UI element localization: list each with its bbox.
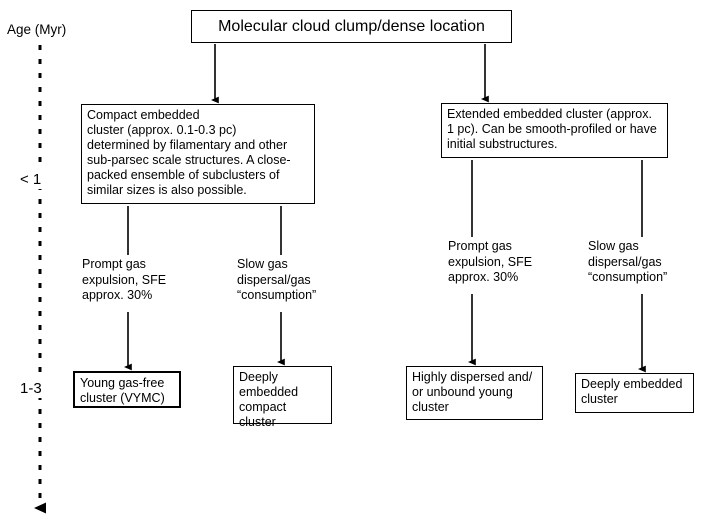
- axis-tick-label-0: < 1: [17, 170, 45, 189]
- edge-label-slow-gas-dispersal-left: Slow gas dispersal/gas “consumption”: [236, 257, 318, 304]
- axis-title: Age (Myr): [5, 22, 69, 37]
- node-deeply-embedded-cluster[interactable]: Deeply embedded cluster: [575, 373, 694, 413]
- node-compact-embedded-cluster[interactable]: Compact embedded cluster (approx. 0.1-0.…: [81, 104, 315, 204]
- axis-tick-label-1: 1-3: [17, 379, 45, 398]
- edge-label-prompt-gas-expulsion-right: Prompt gas expulsion, SFE approx. 30%: [447, 239, 534, 286]
- node-deeply-embedded-compact-cluster[interactable]: Deeply embedded compact cluster: [233, 366, 332, 429]
- node-molecular-cloud-clump[interactable]: Molecular cloud clump/dense location: [191, 10, 512, 43]
- node-highly-dispersed-unbound-young-cluster[interactable]: Highly dispersed and/ or unbound young c…: [406, 366, 543, 420]
- edge-label-prompt-gas-expulsion-left: Prompt gas expulsion, SFE approx. 30%: [81, 257, 168, 304]
- edge-label-slow-gas-dispersal-right: Slow gas dispersal/gas “consumption”: [587, 239, 669, 286]
- node-young-gas-free-cluster-vymc[interactable]: Young gas-free cluster (VYMC): [73, 371, 181, 408]
- connectors-group: [123, 44, 646, 373]
- node-extended-embedded-cluster[interactable]: Extended embedded cluster (approx. 1 pc)…: [441, 103, 668, 158]
